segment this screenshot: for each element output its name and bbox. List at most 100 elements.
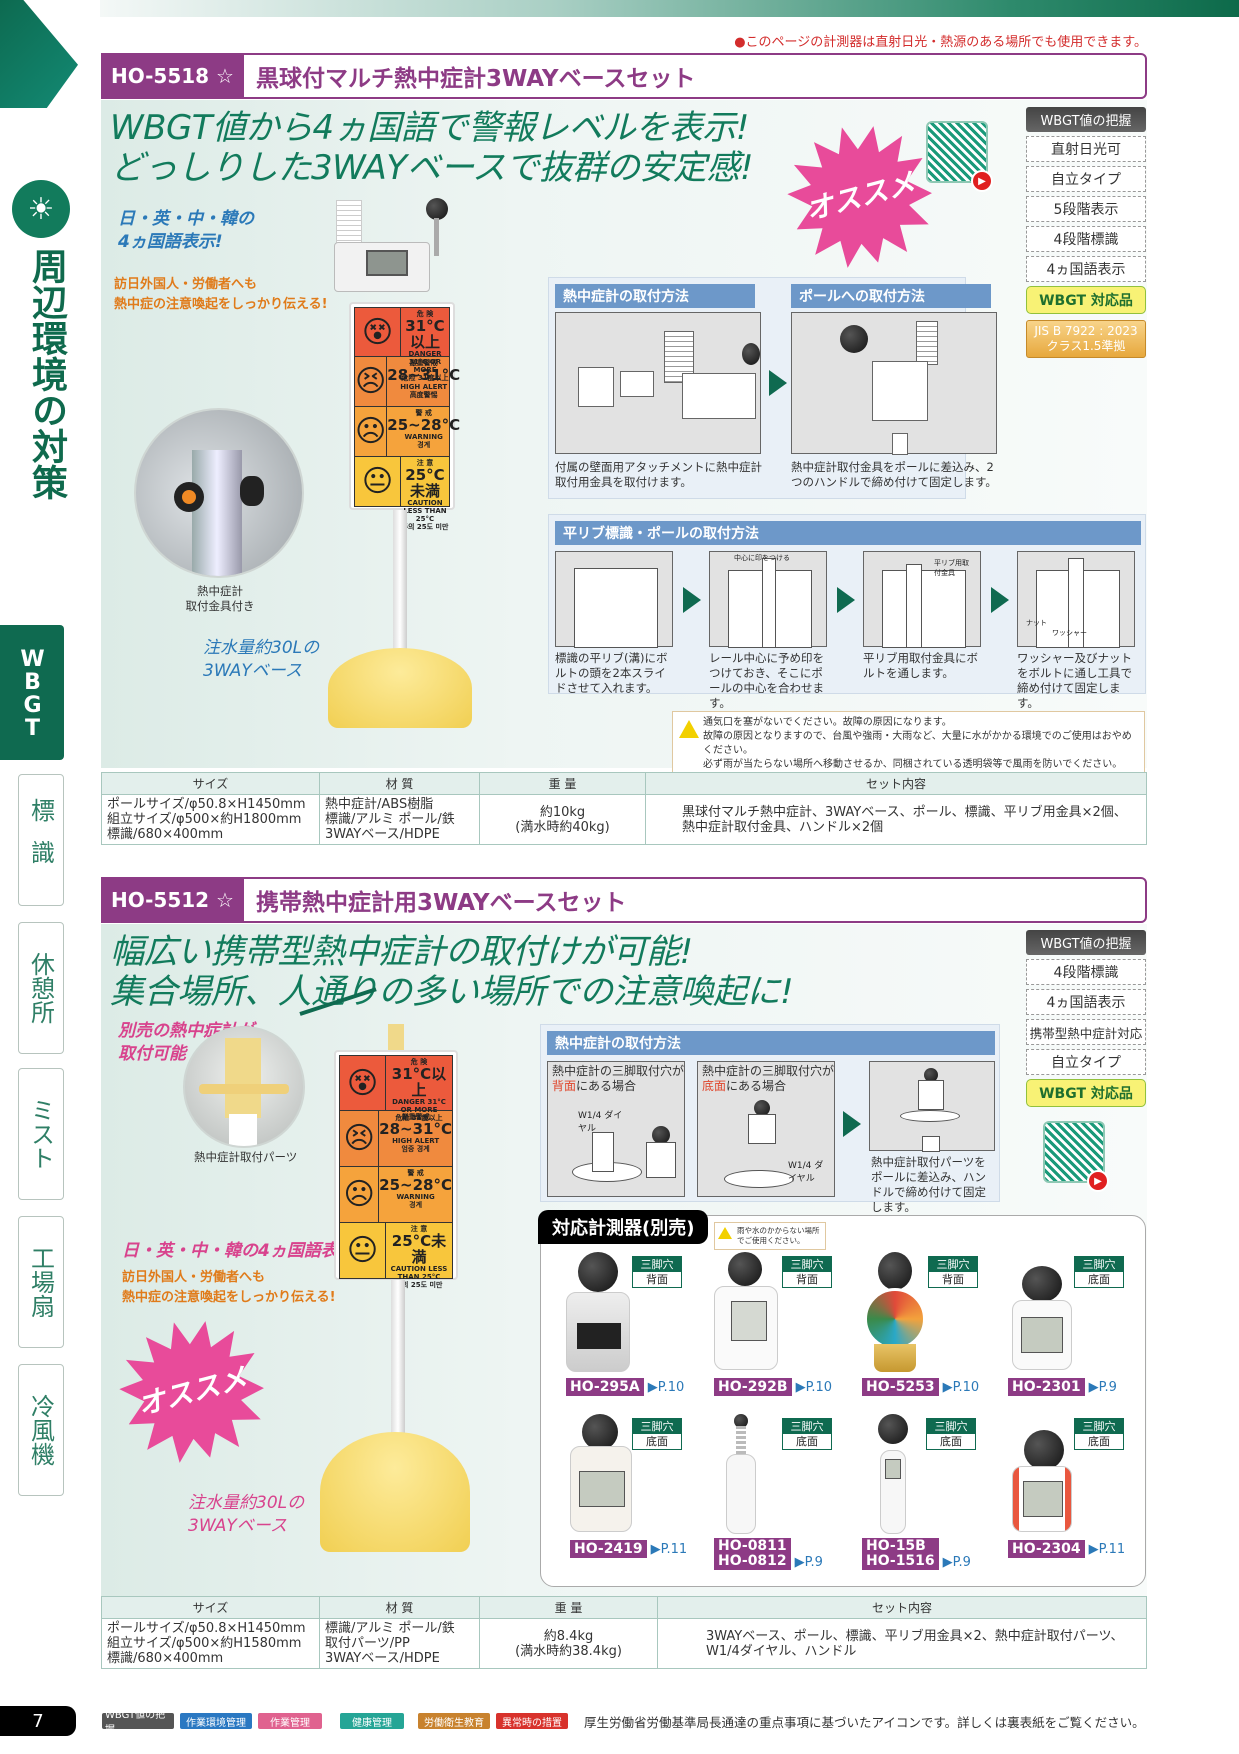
level-en: HIGH ALERT	[400, 383, 448, 391]
badge-top: 三脚穴	[927, 1419, 975, 1434]
step-arrow-icon	[683, 587, 701, 613]
icon-wbgt: WBGT値の把握	[102, 1710, 174, 1736]
code-line: HO-1516	[866, 1553, 935, 1569]
mount-top	[388, 1024, 404, 1054]
video-play-icon[interactable]: ▶	[971, 170, 993, 192]
step-arrow-icon	[837, 587, 855, 613]
tag-line: 訪日外国人・労働者へも	[114, 277, 258, 292]
level-jp: 危 険	[416, 310, 434, 318]
badge-top: 三脚穴	[633, 1419, 681, 1434]
spec-weight: 約8.4kg(満水時約38.4kg)	[479, 1618, 658, 1669]
code-line: HO-0811	[718, 1538, 787, 1554]
level-kr: 주의 25도 미만	[401, 523, 449, 531]
page-link[interactable]: ▶P.9	[794, 1555, 823, 1570]
face-neutral-icon: 😐	[355, 457, 401, 506]
spec-line: 約8.4kg	[543, 1628, 594, 1644]
video-play-icon[interactable]: ▶	[1087, 1170, 1109, 1192]
headline-line: WBGT値から4ヵ国語で警報レベルを表示!	[110, 108, 749, 148]
icon-work-management: 作業管理	[258, 1713, 322, 1729]
illustration-label: 平リブ用取付金具	[934, 559, 969, 577]
mount-part-photo	[183, 1026, 305, 1148]
jis-line: JIS B 7922 : 2023	[1034, 324, 1138, 338]
page-link[interactable]: ▶P.10	[795, 1379, 833, 1395]
product2-header: HO-5512 ☆ 携帯熱中症計用3WAYベースセット	[101, 877, 1147, 923]
level-cn: 危险 31度以上	[395, 1114, 443, 1122]
illustration-label: 中心に印をつける	[734, 554, 790, 562]
page-link[interactable]: ▶P.9	[942, 1555, 971, 1570]
dial-label: W1/4 ダイヤル	[788, 1161, 824, 1184]
spec-header: サイズ	[101, 772, 320, 795]
howto-caption: 熱中症計取付金具をポールに差込み、2つのハンドルで締め付けて固定します。	[791, 460, 997, 489]
page-notice: ●このページの計測器は直射日光・熱源のある場所でも使用できます。	[734, 35, 1147, 50]
badge-top: 三脚穴	[1075, 1257, 1123, 1272]
meter-code: HO-2304	[1008, 1540, 1085, 1558]
level-jp: 警 戒	[415, 409, 432, 417]
illustration-label: ナット	[1026, 619, 1047, 627]
illustration-pole-attach	[791, 312, 997, 455]
spec-line: 組立サイズ/φ500×約H1800mm	[107, 812, 302, 827]
page-link[interactable]: ▶P.10	[647, 1379, 685, 1395]
spec-line: 組立サイズ/φ500×約H1580mm	[107, 1636, 302, 1651]
wbgt-meter-image	[330, 198, 450, 303]
product1-features: WBGT値の把握 直射日光可 自立タイプ 5段階表示 4段階標識 4ヵ国語表示 …	[1026, 107, 1146, 358]
warning-triangle-icon	[679, 720, 699, 738]
side-tab-cooler[interactable]: 冷風機	[18, 1364, 64, 1496]
top-gradient-bar	[100, 0, 1239, 17]
product1-headline: WBGT値から4ヵ国語で警報レベルを表示! どっしりした3WAYベースで抜群の安…	[110, 108, 754, 188]
side-tab-signs[interactable]: 標識	[18, 774, 64, 906]
illustration-pole-mount	[869, 1061, 995, 1152]
spec-header: セット内容	[657, 1596, 1147, 1619]
meter-code: HO-2301	[1008, 1378, 1085, 1396]
wbgt-compatible-badge: WBGT 対応品	[1026, 286, 1146, 314]
page-link[interactable]: ▶P.11	[650, 1541, 688, 1557]
side-tab-rest-area[interactable]: 休憩所	[18, 922, 64, 1054]
tag-line: 取付可能	[118, 1044, 186, 1064]
page-link[interactable]: ▶P.10	[942, 1379, 980, 1395]
feature-item: 直射日光可	[1026, 136, 1146, 162]
howto-meter-pole-box: 熱中症計の取付方法 ポールへの取付方法 付属の壁面用アタッチメントに熱中症計取付…	[548, 277, 997, 499]
badge-bottom: 底面	[1075, 1272, 1123, 1287]
side-tab-wbgt[interactable]: WBGT	[0, 625, 64, 760]
illustration-sign-step-4: ナットワッシャー	[1017, 551, 1135, 648]
tripod-hole-badge: 三脚穴底面	[926, 1418, 976, 1450]
face-crying-icon: 😣	[355, 357, 388, 406]
code-line: HO-0812	[718, 1553, 787, 1569]
illustration-meter-attach	[555, 312, 761, 454]
feature-header: WBGT値の把握	[1026, 107, 1146, 132]
spec-header: 重 量	[479, 772, 646, 795]
spec-header: サイズ	[101, 1596, 320, 1619]
tripod-hole-badge: 三脚穴底面	[1074, 1418, 1124, 1450]
condition-highlight: 底面	[702, 1079, 727, 1093]
spec-contents: 3WAYベース、ポール、標識、平リブ用金具×2、熱中症計取付パーツ、W1/4ダイ…	[657, 1618, 1147, 1669]
page-link[interactable]: ▶P.9	[1088, 1379, 1117, 1395]
spec-line: 黒球付マルチ熱中症計、3WAYベース、ポール、標識、平リブ用金具×2個、	[682, 804, 1127, 820]
meter-code: HO-2419	[570, 1540, 647, 1558]
condition-line: 熱中症計の三脚取付穴が	[552, 1064, 685, 1078]
feature-item: 4ヵ国語表示	[1026, 256, 1146, 282]
spec-line: 3WAYベース/HDPE	[325, 1651, 440, 1666]
howto-caption: ワッシャー及びナットをボルトに通し工具で締め付けて固定します。	[1017, 651, 1132, 710]
howto-product2-box: 熱中症計の取付方法 熱中症計の三脚取付穴が背面にある場合 W1/4 ダイヤル 熱…	[540, 1024, 1000, 1214]
side-tab-factory-fan[interactable]: 工場扇	[18, 1216, 64, 1348]
lang-tag: 日・英・中・韓の4ヵ国語表示!	[122, 1241, 363, 1261]
jis-line: クラス1.5準拠	[1046, 339, 1126, 353]
badge-bottom: 底面	[1075, 1434, 1123, 1449]
condition-line: 熱中症計の三脚取付穴が	[702, 1064, 835, 1078]
spec-line: ポールサイズ/φ50.8×H1450mm	[107, 797, 306, 812]
page-link[interactable]: ▶P.11	[1088, 1541, 1126, 1557]
visitor-tag: 訪日外国人・労働者へも 熱中症の注意喚起をしっかり伝える!	[122, 1268, 336, 1308]
side-tab-mist[interactable]: ミスト	[18, 1068, 64, 1200]
howto-caption: 熱中症計取付パーツをポールに差込み、ハンドルで締め付けて固定します。	[871, 1155, 986, 1214]
pole	[391, 1280, 405, 1450]
footer-text: 厚生労働省労働基準局長通達の重点事項に基づいたアイコンです。詳しくは裏表紙をご覧…	[584, 1715, 1145, 1730]
howto-caption: 標識の平リブ(溝)にボルトの頭を2本スライドさせて入れます。	[555, 651, 668, 695]
